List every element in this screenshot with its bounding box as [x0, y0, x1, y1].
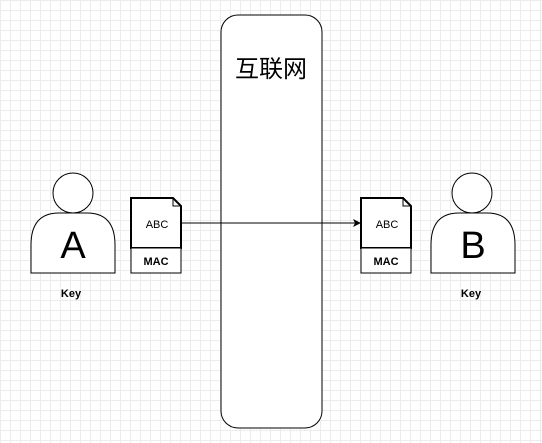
receiver-message-text: ABC — [376, 219, 399, 231]
receiver-body-icon — [430, 212, 516, 274]
sender-name: A — [60, 225, 86, 267]
receiver-document-icon — [360, 197, 412, 249]
sender-document-icon — [130, 197, 182, 249]
sender-document-fold-icon — [172, 198, 181, 207]
sender-key-label: Key — [61, 288, 82, 300]
receiver-name: B — [460, 225, 485, 267]
sender-mac-box — [130, 247, 182, 274]
receiver-key-label: Key — [461, 288, 482, 300]
sender-body-icon — [30, 212, 116, 274]
receiver-head-icon — [451, 172, 493, 214]
sender-message-text: ABC — [146, 219, 169, 231]
sender-head-icon — [52, 172, 94, 214]
sender-mac-text: MAC — [143, 256, 168, 268]
receiver-document-fold-icon — [402, 198, 411, 207]
receiver-actor: B Key — [430, 172, 516, 300]
internet-label: 互联网 — [235, 55, 307, 83]
receiver-mac-box — [360, 247, 412, 274]
sender-message: ABC MAC — [130, 197, 182, 274]
internet-channel: 互联网 — [220, 14, 323, 429]
receiver-message: ABC MAC — [360, 197, 412, 274]
receiver-mac-text: MAC — [373, 256, 398, 268]
sender-actor: A Key — [30, 172, 116, 300]
internet-channel-box — [220, 14, 323, 429]
